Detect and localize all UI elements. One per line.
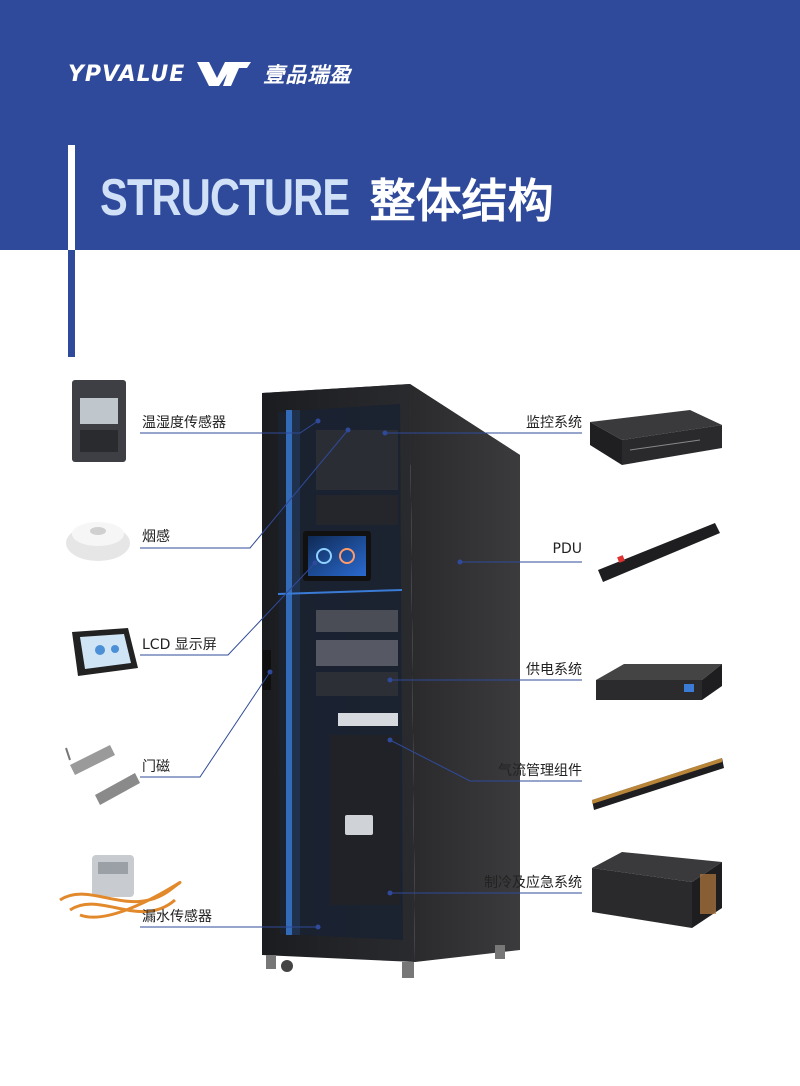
brand-logo: YPVALUE 壹品瑞盈 <box>68 58 351 90</box>
brand-name-en: YPVALUE <box>68 61 186 87</box>
label-airflow-management: 气流管理组件 <box>498 763 582 779</box>
label-water-leak-sensor: 漏水传感器 <box>142 909 212 925</box>
label-power-supply-system: 供电系统 <box>526 662 582 678</box>
led-strip <box>286 410 292 935</box>
lcd-display-icon <box>72 628 138 676</box>
header-banner: YPVALUE 壹品瑞盈 STRUCTURE 整体结构 <box>0 0 800 250</box>
water-leak-sensor-icon <box>59 855 182 919</box>
title-en: STRUCTURE <box>100 169 350 227</box>
connector-lines <box>140 420 582 928</box>
server-cabinet <box>262 384 520 978</box>
brand-mark-icon <box>197 62 252 86</box>
label-lcd-display: LCD 显示屏 <box>142 637 217 653</box>
title-cn: 整体结构 <box>369 174 554 228</box>
label-pdu: PDU <box>552 541 582 557</box>
label-cooling-emergency-system: 制冷及应急系统 <box>484 875 582 891</box>
temperature-humidity-sensor-icon <box>72 380 126 462</box>
cooling-unit-icon <box>592 852 722 928</box>
smoke-detector-icon <box>66 522 130 561</box>
label-monitoring-system: 监控系统 <box>526 415 582 431</box>
brand-name-cn: 壹品瑞盈 <box>263 63 352 87</box>
label-door-magnetic-sensor: 门磁 <box>142 759 170 775</box>
accent-bar <box>68 145 75 357</box>
monitoring-unit-icon <box>590 410 722 465</box>
door-magnetic-sensor-icon <box>65 745 140 805</box>
airflow-blanking-panel-icon <box>592 758 724 810</box>
label-temperature-humidity-sensor: 温湿度传感器 <box>142 415 226 431</box>
label-smoke-detector: 烟感 <box>142 529 170 545</box>
page-title: STRUCTURE 整体结构 <box>100 168 554 228</box>
ups-power-supply-icon <box>596 664 722 700</box>
pdu-power-strip-icon <box>598 523 720 582</box>
connector-endpoints <box>267 418 463 930</box>
